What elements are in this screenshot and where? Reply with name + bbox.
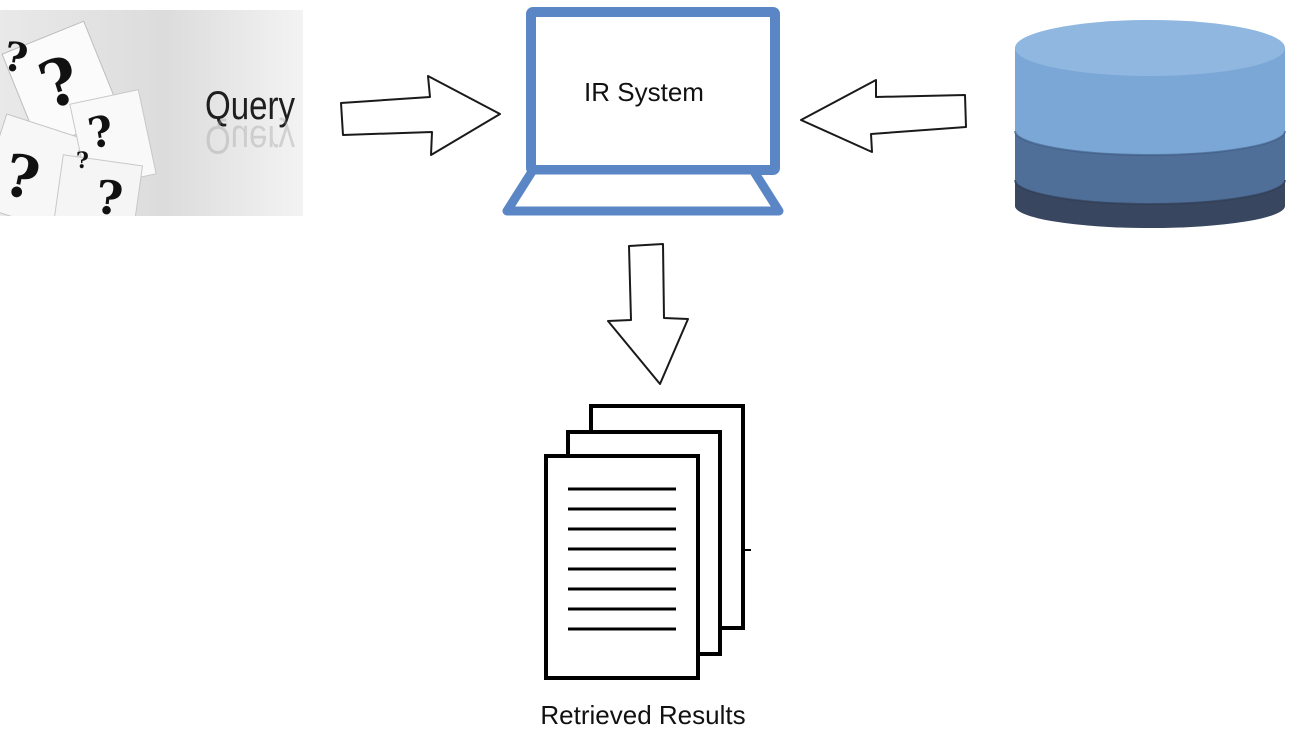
question-marks-icon: ? ? ? ? ? ? <box>0 20 157 227</box>
query-label-reflection: Query <box>205 117 295 161</box>
svg-text:?: ? <box>93 170 125 227</box>
query-label: Query <box>205 84 295 128</box>
arrow-query-to-system <box>340 75 501 156</box>
svg-text:?: ? <box>76 148 89 174</box>
query-image: ? ? ? ? ? ? Query Query <box>0 10 303 227</box>
system-label: IR System <box>584 77 704 107</box>
arrow-database-to-system <box>800 79 967 153</box>
database-icon <box>1014 20 1286 228</box>
arrow-system-to-results <box>607 243 689 385</box>
document-lines <box>568 487 676 631</box>
results-label: Retrieved Results <box>540 700 745 730</box>
laptop-icon <box>502 7 784 216</box>
documents-stack-icon <box>544 404 751 680</box>
